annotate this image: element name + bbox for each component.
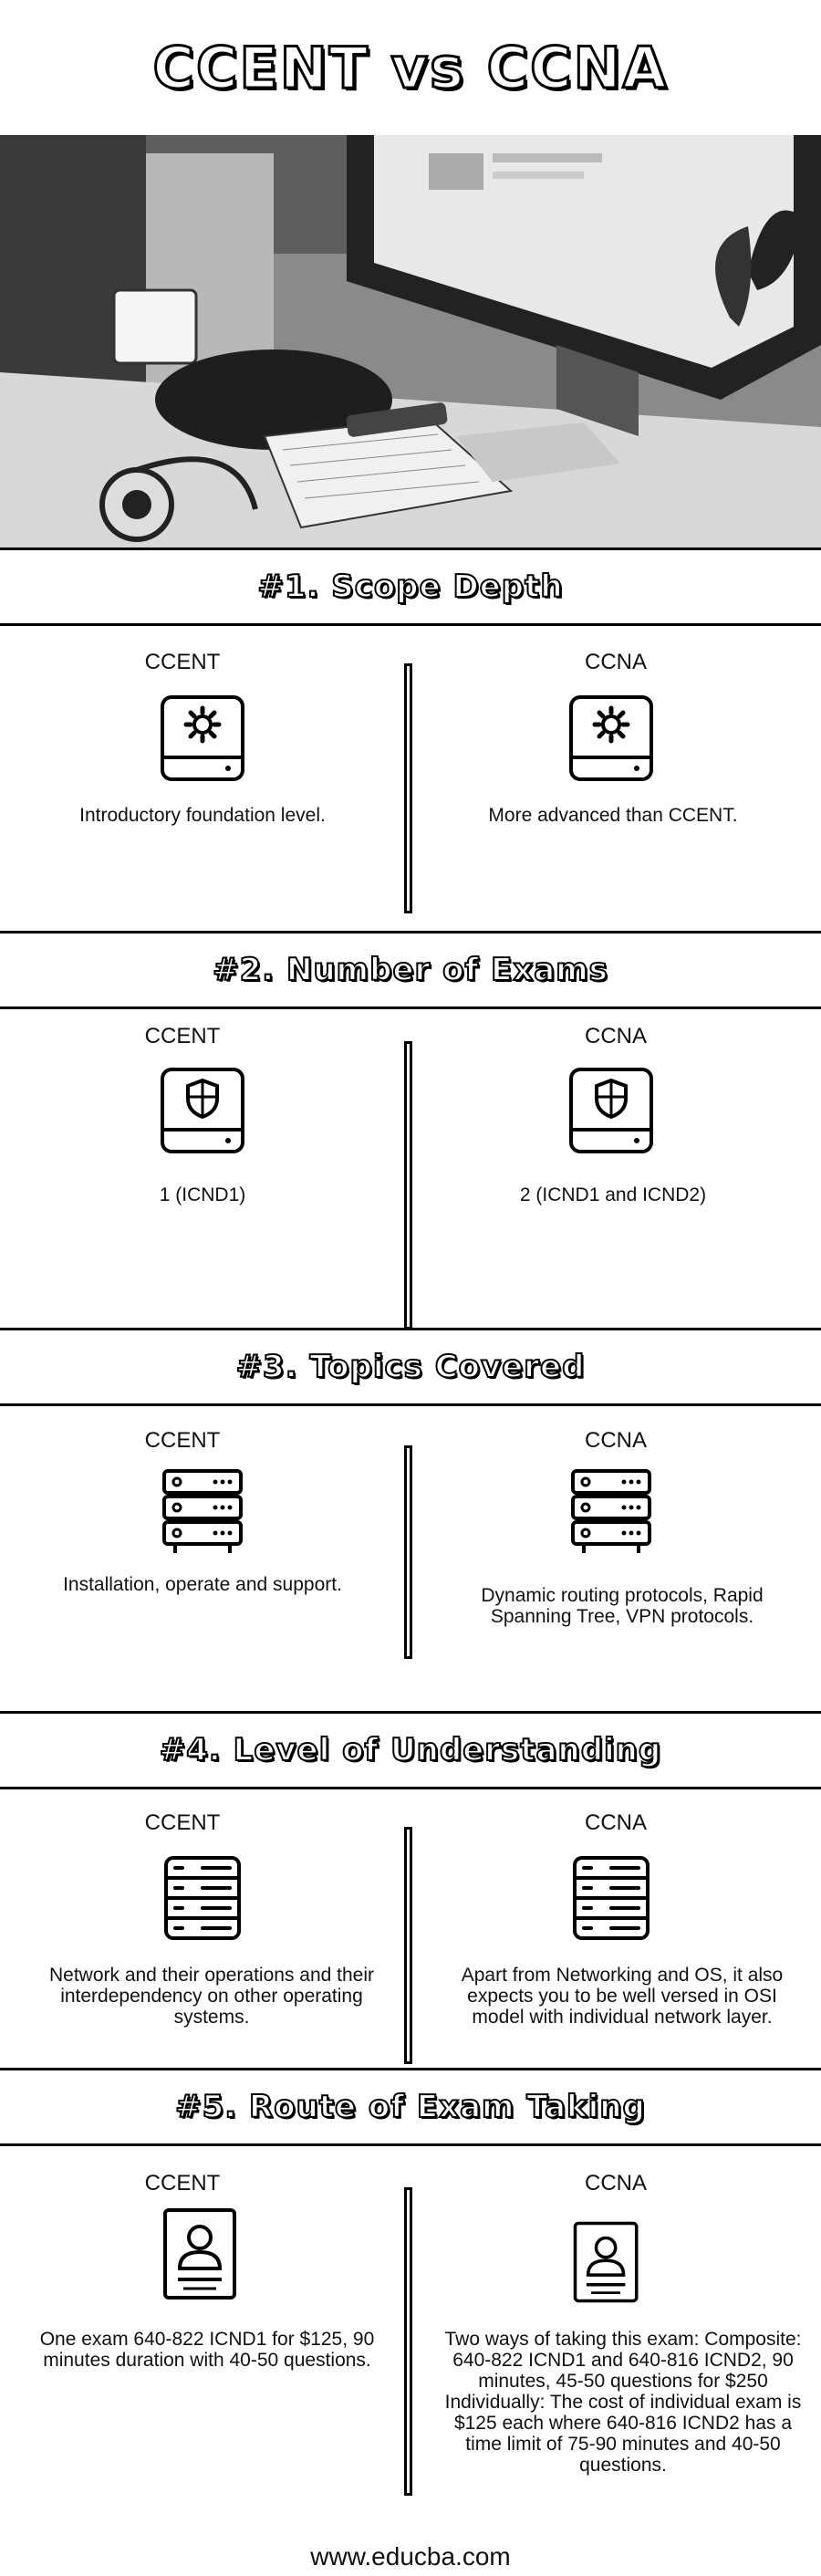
- left-column-label: CCENT: [144, 1428, 221, 1453]
- right-column-label: CCNA: [584, 2171, 647, 2195]
- ccent-scope-text: Introductory foundation level.: [79, 805, 326, 826]
- section-heading-route-of-exam-taking: #5. Route of Exam Taking: [0, 2068, 821, 2146]
- server-list-icon: [155, 1852, 250, 1949]
- server-list-icon: [564, 1852, 659, 1949]
- section-heading-text: #2. Number of Exams: [212, 951, 608, 989]
- footer-url[interactable]: www.educba.com: [310, 2542, 511, 2571]
- ccent-topics-text: Installation, operate and support.: [63, 1574, 342, 1595]
- ccna-topics-text: Dynamic routing protocols, Rapid Spannin…: [481, 1585, 764, 1627]
- id-badge-icon: [160, 2206, 242, 2305]
- ccent-route-text: One exam 640-822 ICND1 for $125, 90 minu…: [39, 2329, 375, 2371]
- hero-image: [0, 135, 821, 548]
- right-column-label: CCNA: [584, 650, 647, 674]
- section-heading-text: #5. Route of Exam Taking: [174, 2088, 646, 2126]
- ccna-route-text: Two ways of taking this exam: Composite:…: [444, 2329, 802, 2476]
- section-heading-topics-covered: #3. Topics Covered: [0, 1328, 821, 1406]
- hdd-shield-icon: [564, 1064, 659, 1161]
- section-heading-number-of-exams: #2. Number of Exams: [0, 931, 821, 1009]
- hdd-gear-icon: [564, 692, 659, 788]
- section-heading-scope-depth: #1. Scope Depth: [0, 548, 821, 626]
- id-badge-icon: [570, 2220, 643, 2308]
- column-divider: [404, 2187, 412, 2496]
- section-heading-text: #1. Scope Depth: [256, 568, 564, 606]
- section-heading-text: #3. Topics Covered: [235, 1348, 586, 1386]
- section-heading-level-of-understanding: #4. Level of Understanding: [0, 1711, 821, 1789]
- ccna-understanding-text: Apart from Networking and OS, it also ex…: [461, 1965, 784, 2028]
- ccent-exams-text: 1 (ICND1): [159, 1184, 246, 1205]
- hdd-shield-icon: [155, 1064, 250, 1161]
- server-rack-icon: [155, 1465, 250, 1562]
- page-title: CCENT vs CCNA: [151, 34, 669, 103]
- right-column-label: CCNA: [584, 1810, 647, 1835]
- right-column-label: CCNA: [584, 1428, 647, 1453]
- left-column-label: CCENT: [144, 1810, 221, 1835]
- right-column-label: CCNA: [584, 1024, 647, 1048]
- ccna-scope-text: More advanced than CCENT.: [488, 805, 738, 826]
- left-column-label: CCENT: [144, 2171, 221, 2195]
- section-heading-text: #4. Level of Understanding: [159, 1731, 662, 1769]
- column-divider: [404, 663, 412, 913]
- column-divider: [404, 1445, 412, 1659]
- column-divider: [404, 1041, 412, 1330]
- ccna-exams-text: 2 (ICND1 and ICND2): [519, 1184, 707, 1205]
- column-divider: [404, 1827, 412, 2064]
- server-rack-icon: [564, 1465, 659, 1562]
- hdd-gear-icon: [155, 692, 250, 788]
- ccent-understanding-text: Network and their operations and their i…: [48, 1965, 375, 2028]
- left-column-label: CCENT: [144, 650, 221, 674]
- left-column-label: CCENT: [144, 1024, 221, 1048]
